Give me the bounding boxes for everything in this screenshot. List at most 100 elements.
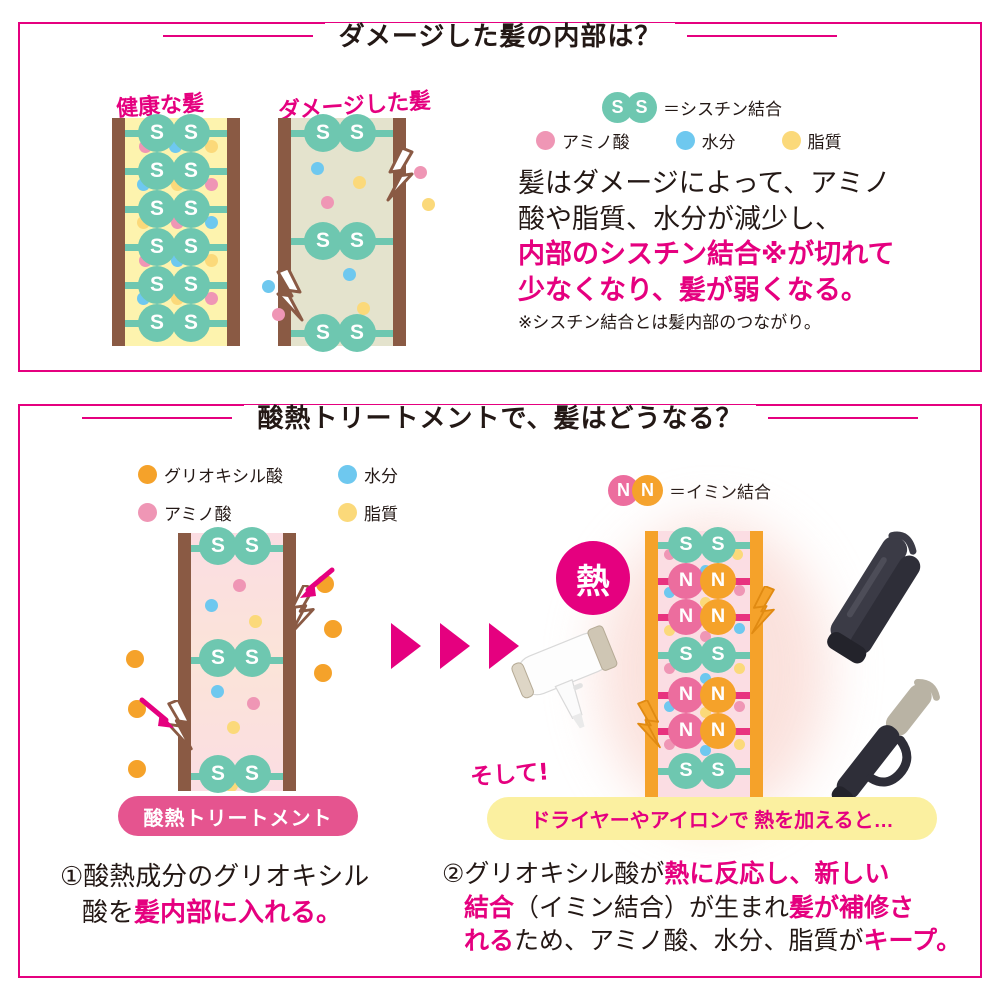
imine-bond-circle: N — [700, 677, 736, 713]
molecule-dot — [732, 549, 743, 560]
bottom-legend: グリオキシル酸 水分 アミノ酸 脂質 — [138, 462, 458, 525]
legend-item-water-2: 水分 — [338, 462, 458, 487]
molecule-dot — [734, 585, 745, 596]
broken-bond-bolt-icon — [167, 700, 193, 751]
caption-right: ②グリオキシル酸が熱に反応し、新しい 結合（イミン結合）が生まれ髪が補修さ れる… — [442, 858, 972, 959]
cystine-bond-circle: S — [138, 114, 176, 152]
molecule-dot — [262, 280, 275, 293]
molecule-dot — [314, 664, 332, 682]
caption-right-line-3: れるため、アミノ酸、水分、脂質がキープ。 — [442, 925, 972, 959]
soshite-label: そして! — [469, 759, 550, 791]
broken-bond-bolt-icon — [276, 268, 304, 322]
arrow-triangle-1 — [391, 623, 421, 669]
molecule-dot — [664, 701, 675, 712]
imine-bond-circle: N — [668, 713, 704, 749]
caption-left-line-1: ①酸熱成分のグリオキシル — [60, 861, 370, 891]
molecule-dot — [664, 549, 675, 560]
caption-right-l2-pink-a: 結合 — [464, 893, 515, 922]
top-copy-footnote: ※シスチン結合とは髪内部のつながり。 — [518, 312, 821, 332]
caption-right-l3-pink-b: キープ。 — [863, 927, 962, 955]
molecule-dot — [205, 216, 218, 229]
legend-label-glyoxylic: グリオキシル酸 — [164, 467, 283, 486]
cystine-bond-circle: S — [172, 152, 210, 190]
heat-bolt-icon — [751, 586, 775, 635]
cystine-bond-circle: S — [233, 755, 271, 793]
caption-right-line-1: ②グリオキシル酸が熱に反応し、新しい — [442, 858, 972, 892]
cystine-bond-circle: S — [172, 190, 210, 228]
molecule-dot — [734, 701, 745, 712]
cuticle-right-coated — [750, 531, 763, 799]
imine-bond-circle: N — [668, 563, 704, 599]
heat-bolt-icon — [637, 700, 661, 749]
legend-item-amino: アミノ酸 — [536, 128, 630, 153]
top-body-copy: 髪はダメージによって、アミノ 酸や脂質、水分が減少し、 内部のシスチン結合※が切… — [518, 166, 978, 334]
legend-item-lipid-2: 脂質 — [338, 500, 458, 525]
caption-left-line-2-pink: 髪内部に入れる。 — [134, 897, 343, 928]
imine-bond-legend-text: ＝イミン結合 — [669, 483, 771, 502]
molecule-dot — [205, 254, 218, 267]
molecule-dot — [211, 685, 224, 698]
cystine-bond-legend: S S ＝シスチン結合 — [602, 92, 782, 123]
heat-instruction-banner: ドライヤーやアイロンで 熱を加えると… — [487, 797, 937, 840]
legend-item-lipid: 脂質 — [781, 128, 842, 153]
caption-right-l2-pink-b: 髪が補修さ — [789, 893, 915, 922]
molecule-dot — [324, 620, 342, 638]
water-dot-icon — [338, 465, 357, 484]
cystine-bond-circle: S — [668, 637, 704, 673]
molecule-dot — [233, 579, 246, 592]
molecule-dot — [700, 707, 711, 718]
cystine-bond-circle: S — [172, 304, 210, 342]
flat-iron-icon — [827, 531, 921, 664]
molecule-dot — [249, 615, 262, 628]
cystine-bond-circle: S — [138, 228, 176, 266]
cuticle-right — [227, 118, 240, 346]
imine-bond-circle: N — [700, 563, 736, 599]
top-copy-line-3: 内部のシスチン結合※が切れて — [518, 239, 895, 270]
top-copy-line-2: 酸や脂質、水分が減少し、 — [518, 203, 842, 234]
legend-label-lipid-2: 脂質 — [364, 505, 398, 524]
molecule-dot — [700, 745, 711, 756]
top-copy-line-1: 髪はダメージによって、アミノ — [518, 168, 891, 198]
cystine-bond-circle: S — [304, 114, 342, 152]
molecule-dot — [414, 166, 427, 179]
heat-badge: 熱 — [556, 541, 630, 615]
molecule-dot — [700, 673, 711, 684]
molecule-dot — [422, 198, 435, 211]
cystine-bond-circle: S — [172, 266, 210, 304]
cystine-bond-circle: S — [199, 639, 237, 677]
molecule-dot — [664, 663, 675, 674]
cystine-bond-circle: S — [700, 637, 736, 673]
cystine-bond-circle: S — [338, 114, 376, 152]
cystine-bond-circle: S — [138, 266, 176, 304]
nn-circle-left: N — [608, 475, 639, 506]
molecule-dot — [734, 623, 745, 634]
cystine-bond-circle: S — [233, 639, 271, 677]
molecule-dot — [357, 302, 370, 315]
legend-label-water: 水分 — [701, 133, 736, 152]
acid-heat-treatment-pill: 酸熱トリートメント — [118, 796, 358, 836]
arrow-triangle-3 — [489, 623, 519, 669]
caption-right-line-2: 結合（イミン結合）が生まれ髪が補修さ — [442, 892, 972, 926]
molecule-dot — [205, 599, 218, 612]
molecule-dot — [734, 663, 745, 674]
broken-bond-bolt-icon — [386, 148, 414, 202]
cystine-bond-circle: S — [138, 152, 176, 190]
caption-right-l3-plain: ため、アミノ酸、水分、脂質が — [514, 927, 864, 955]
legend-item-water: 水分 — [675, 128, 736, 153]
glyoxylic-acid-dot-icon — [138, 465, 157, 484]
cystine-bond-circle: S — [304, 222, 342, 260]
cuticle-right — [283, 533, 296, 791]
cystine-bond-circle: S — [700, 753, 736, 789]
imine-bond-legend: N N ＝イミン結合 — [608, 475, 771, 506]
molecule-dot — [128, 760, 146, 778]
caption-right-l1-pink: 熱に反応し、新しい — [664, 860, 890, 888]
caption-right-l2-plain: （イミン結合）が生まれ — [514, 893, 790, 922]
penetration-arrow-icon — [300, 567, 335, 598]
molecule-dot — [205, 140, 218, 153]
molecule-dot — [126, 650, 144, 668]
top-copy-line-4: 少なくなり、髪が弱くなる。 — [518, 274, 868, 305]
caption-right-l1-plain: ②グリオキシル酸が — [442, 860, 665, 888]
